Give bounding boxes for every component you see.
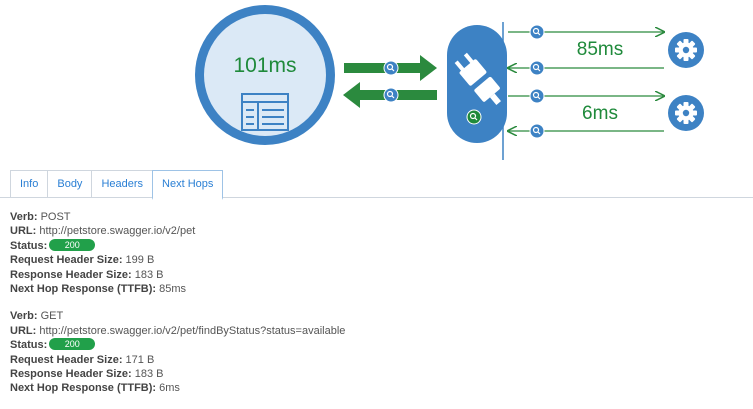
inspect-request-icon[interactable] bbox=[383, 60, 399, 76]
tab-body[interactable]: Body bbox=[47, 170, 93, 197]
inspect-hop1-response-icon[interactable] bbox=[529, 60, 545, 76]
inspect-hop2-request-icon[interactable] bbox=[529, 88, 545, 104]
hop-2: 6ms bbox=[508, 88, 704, 139]
next-hops-panel: Verb: POST URL: http://petstore.swagger.… bbox=[10, 210, 345, 409]
response-header-size-key: Response Header Size: bbox=[10, 367, 132, 380]
request-header-size-key: Request Header Size: bbox=[10, 353, 123, 366]
hop-1: 85ms bbox=[508, 24, 704, 76]
total-time-circle: 101ms bbox=[195, 5, 335, 145]
verb-value: POST bbox=[40, 211, 71, 223]
request-arrow bbox=[344, 55, 437, 81]
verb-key: Verb: bbox=[10, 310, 38, 323]
status-key: Status: bbox=[10, 239, 48, 252]
total-time-label: 101ms bbox=[233, 54, 296, 77]
tab-next-hops[interactable]: Next Hops bbox=[152, 170, 224, 200]
url-value: http://petstore.swagger.io/v2/pet/findBy… bbox=[39, 324, 346, 337]
request-document-icon bbox=[241, 93, 289, 131]
ttfb-value: 6ms bbox=[159, 382, 180, 395]
tabs-divider bbox=[0, 197, 753, 198]
hop2-time-label: 6ms bbox=[582, 103, 618, 124]
inspect-response-icon[interactable] bbox=[383, 87, 399, 103]
status-key: Status: bbox=[10, 339, 48, 352]
ttfb-value: 85ms bbox=[159, 282, 187, 295]
request-header-size-value: 171 B bbox=[125, 353, 155, 366]
response-header-size-value: 183 B bbox=[134, 367, 164, 380]
hop-details: Verb: POST URL: http://petstore.swagger.… bbox=[10, 210, 345, 296]
verb-key: Verb: bbox=[10, 211, 38, 223]
gear-icon bbox=[668, 95, 704, 131]
request-flow-diagram: 101ms bbox=[195, 5, 704, 160]
inspect-proxy-icon[interactable] bbox=[466, 109, 482, 125]
ttfb-key: Next Hop Response (TTFB): bbox=[10, 282, 157, 295]
detail-tabs: Info Body Headers Next Hops bbox=[10, 170, 224, 200]
tab-info[interactable]: Info bbox=[10, 170, 49, 197]
tab-headers[interactable]: Headers bbox=[91, 170, 154, 197]
verb-value: GET bbox=[40, 310, 64, 323]
url-value: http://petstore.swagger.io/v2/pet bbox=[39, 225, 196, 238]
proxy-plug-node bbox=[447, 25, 507, 143]
request-header-size-value: 199 B bbox=[125, 254, 155, 267]
ttfb-key: Next Hop Response (TTFB): bbox=[10, 382, 157, 395]
url-key: URL: bbox=[10, 225, 37, 238]
gear-icon bbox=[668, 32, 704, 68]
inspect-hop1-request-icon[interactable] bbox=[529, 24, 545, 40]
response-arrow bbox=[343, 82, 437, 108]
status-badge: 200 bbox=[49, 238, 96, 251]
hop-details: Verb: GET URL: http://petstore.swagger.i… bbox=[10, 309, 345, 395]
hop1-time-label: 85ms bbox=[577, 39, 623, 60]
plug-icon bbox=[454, 52, 501, 106]
response-header-size-value: 183 B bbox=[134, 268, 164, 281]
status-badge: 200 bbox=[49, 338, 96, 351]
inspect-hop2-response-icon[interactable] bbox=[529, 123, 545, 139]
url-key: URL: bbox=[10, 324, 37, 337]
request-header-size-key: Request Header Size: bbox=[10, 254, 123, 267]
response-header-size-key: Response Header Size: bbox=[10, 268, 132, 281]
